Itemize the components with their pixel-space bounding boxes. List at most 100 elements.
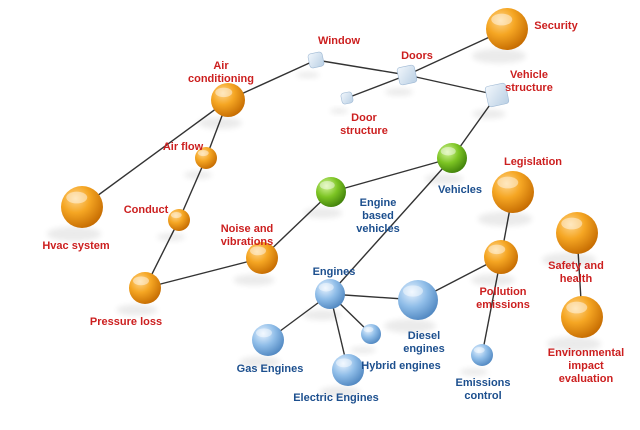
node-shape <box>129 272 161 304</box>
node-highlight <box>197 149 209 157</box>
node-doors[interactable] <box>384 64 418 96</box>
node-shape <box>315 279 345 309</box>
node-diesel-engines[interactable] <box>384 280 438 333</box>
node-gas-engines[interactable] <box>239 324 284 368</box>
label-line: Conduct <box>123 203 169 216</box>
node-shape <box>340 91 354 105</box>
label-line: Engine <box>359 196 397 209</box>
node-shadow <box>302 309 342 321</box>
label-line: Hybrid engines <box>361 359 441 372</box>
edge-air-flow-conduct <box>178 157 207 221</box>
node-environmental-impact-evaluation[interactable] <box>546 296 603 352</box>
edge-pressure-loss-noise-and-vibrations <box>144 257 263 289</box>
node-shadow <box>296 71 320 79</box>
node-highlight <box>318 283 334 292</box>
label-line: Noise and <box>220 223 274 235</box>
node-engines[interactable] <box>302 279 346 321</box>
node-shadow <box>303 207 343 219</box>
node-highlight <box>497 176 519 189</box>
node-security[interactable] <box>471 8 528 64</box>
node-shape <box>316 177 346 207</box>
node-shadow <box>546 336 602 352</box>
label-window: Window <box>304 35 374 48</box>
node-shape <box>195 147 217 169</box>
label-line: Air flow <box>162 140 204 153</box>
node-engine-based-vehicles[interactable] <box>303 177 347 219</box>
node-conduct[interactable] <box>156 209 190 241</box>
node-highlight <box>363 326 374 333</box>
node-shadow <box>384 319 436 333</box>
node-hvac-system[interactable] <box>46 186 103 242</box>
node-emissions-control[interactable] <box>459 344 493 376</box>
label-line: Emissions <box>455 377 511 389</box>
label-line: Door <box>351 112 377 124</box>
node-highlight <box>256 328 272 338</box>
node-pollution-emissions[interactable] <box>470 240 518 286</box>
node-shape <box>307 51 325 69</box>
node-shadow <box>319 386 361 398</box>
label-line: Gas Engines <box>236 362 304 375</box>
label-line: engines <box>403 343 445 355</box>
node-air-conditioning[interactable] <box>197 83 245 129</box>
node-shadow <box>541 252 597 268</box>
node-air-flow[interactable] <box>183 147 217 179</box>
node-safety-and-health[interactable] <box>541 212 598 268</box>
label-line: Engines <box>312 265 356 278</box>
node-shadow <box>183 171 213 179</box>
node-shape <box>252 324 284 356</box>
label-line: Pressure loss <box>89 315 163 328</box>
label-line: structure <box>505 82 553 94</box>
node-highlight <box>403 285 423 297</box>
node-door-structure[interactable] <box>329 91 354 114</box>
label-line: Hvac system <box>42 239 110 252</box>
node-shadow <box>329 108 349 114</box>
node-highlight <box>488 244 506 255</box>
node-shadow <box>116 304 158 316</box>
node-highlight <box>66 191 88 204</box>
node-vehicles[interactable] <box>424 143 468 185</box>
node-electric-engines[interactable] <box>319 354 364 398</box>
node-window[interactable] <box>296 51 325 79</box>
node-shape <box>61 186 103 228</box>
node-shape <box>246 242 278 274</box>
node-hybrid-engines[interactable] <box>350 324 381 354</box>
node-highlight <box>133 276 149 286</box>
node-highlight <box>473 346 485 354</box>
label-line: evaluation <box>558 372 614 385</box>
node-pressure-loss[interactable] <box>116 272 161 316</box>
node-legislation[interactable] <box>477 171 534 227</box>
label-line: Environmental <box>547 346 625 359</box>
node-highlight <box>336 358 352 368</box>
node-vehicle-structure[interactable] <box>472 82 510 119</box>
label-line: Doors <box>401 49 433 62</box>
label-hybrid-engines: Hybrid engines <box>346 360 456 373</box>
node-shadow <box>350 346 376 354</box>
node-noise-and-vibrations[interactable] <box>233 242 278 286</box>
label-line: Diesel <box>407 330 441 342</box>
label-line: Air <box>213 60 229 72</box>
node-shadow <box>472 109 506 119</box>
node-shadow <box>471 48 527 64</box>
edge-doors-door-structure <box>346 74 408 99</box>
node-shape <box>561 296 603 338</box>
edge-window-doors <box>315 59 408 76</box>
edge-air-conditioning-hvac-system <box>81 99 229 208</box>
label-hvac-system: Hvac system <box>31 240 121 253</box>
node-shadow <box>424 173 464 185</box>
label-line: conditioning <box>188 73 254 85</box>
node-shape <box>437 143 467 173</box>
label-security: Security <box>521 20 591 33</box>
label-line: Vehicles <box>437 183 483 196</box>
label-doors: Doors <box>382 50 452 63</box>
label-line: emissions <box>476 299 530 311</box>
